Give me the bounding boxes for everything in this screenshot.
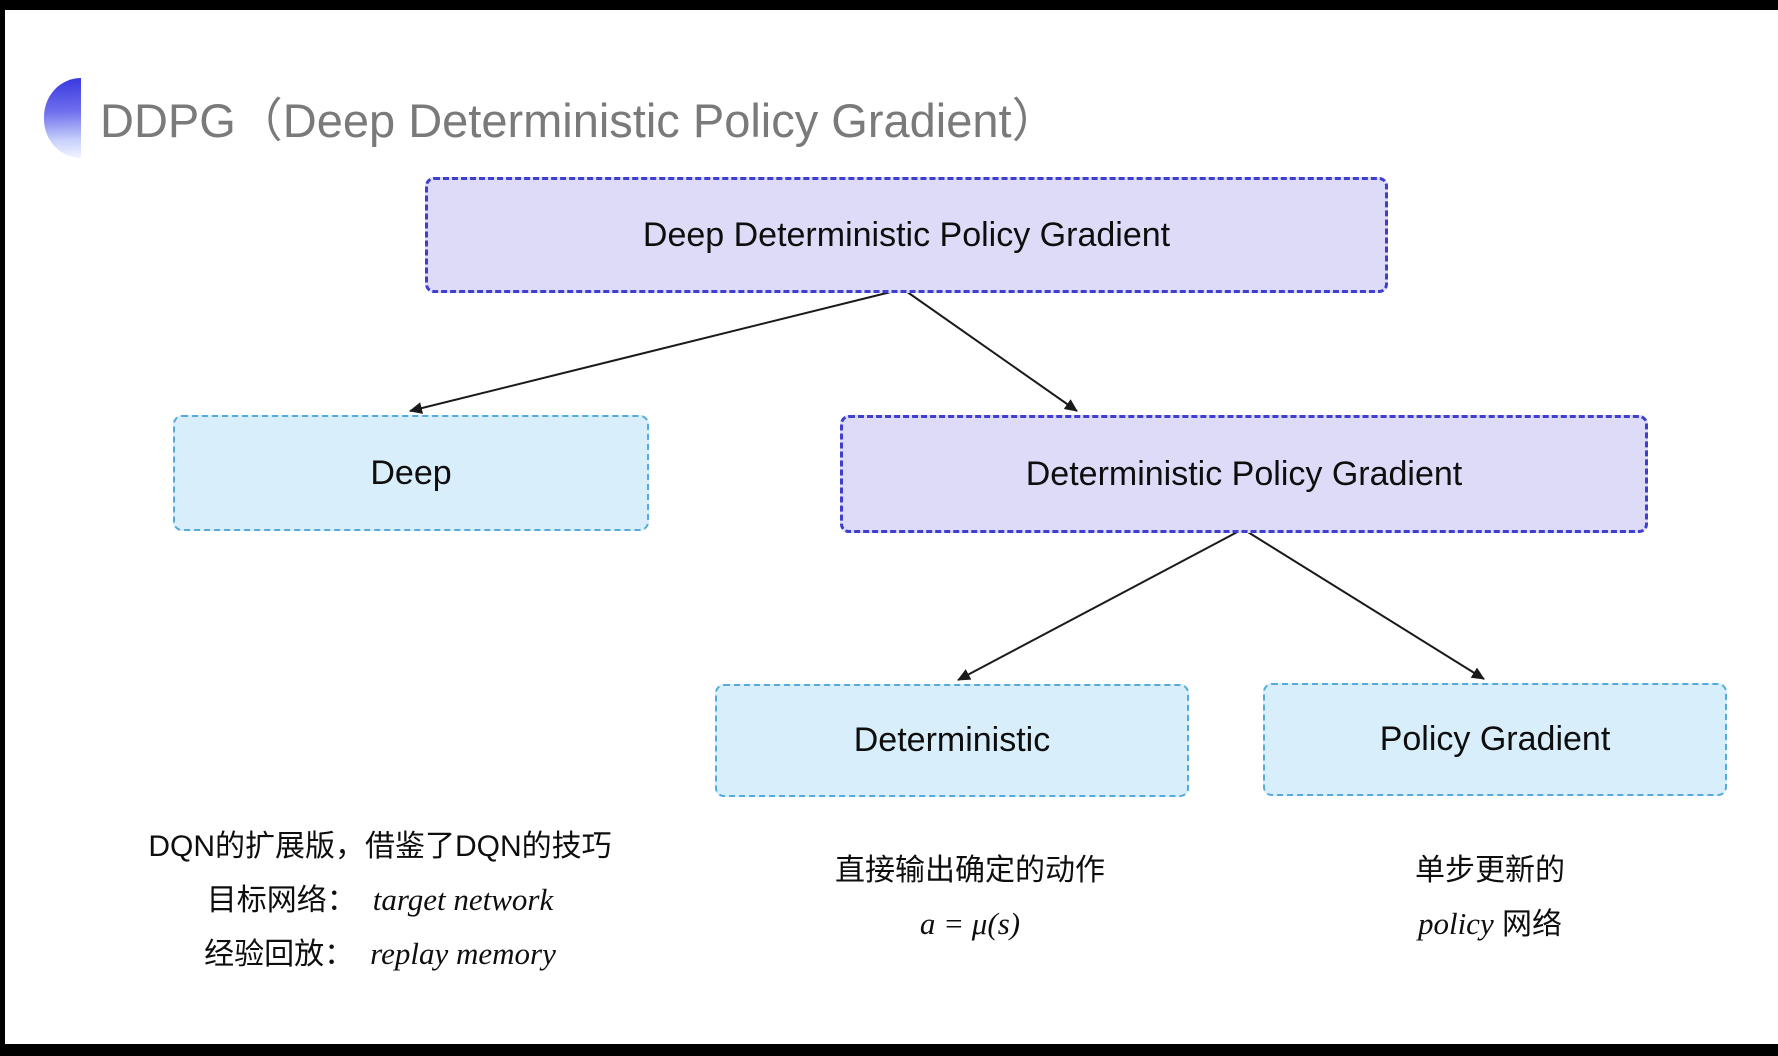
arrow-dpg-to-deterministic: [957, 528, 1244, 681]
arrow-root-to-deep: [409, 288, 904, 414]
note-term: target network: [372, 882, 554, 917]
note-line: 直接输出确定的动作: [835, 854, 1105, 887]
node-label: Deep Deterministic Policy Gradient: [642, 215, 1171, 254]
arrow-root-to-dpg: [902, 288, 1078, 412]
note-rest: 网络: [1502, 908, 1563, 941]
note-label: 经验回放：: [204, 938, 355, 971]
node-label: Deterministic: [853, 721, 1051, 759]
note-label: 目标网络：: [206, 884, 357, 917]
node-label: Deep: [370, 453, 452, 492]
letterbox-left-bar: [0, 0, 5, 1056]
note-policy-gradient-details: 单步更新的 policy 网络: [1280, 856, 1700, 940]
note-formula: a = μ(s): [919, 906, 1021, 941]
note-deterministic-details: 直接输出确定的动作 a = μ(s): [745, 856, 1195, 940]
node-label: Deterministic Policy Gradient: [1025, 454, 1463, 493]
note-line: policy 网络: [1280, 908, 1700, 940]
note-line: 单步更新的: [1415, 854, 1565, 887]
note-deep-details: DQN的扩展版，借鉴了DQN的技巧 目标网络： target network 经验…: [118, 832, 642, 970]
note-line: a = μ(s): [745, 908, 1195, 940]
node-deterministic: Deterministic: [715, 684, 1189, 797]
note-line: 目标网络： target network: [118, 884, 642, 916]
title-bullet-icon: [44, 78, 81, 158]
note-line: DQN的扩展版，借鉴了DQN的技巧: [148, 830, 612, 863]
node-deterministic-policy-gradient: Deterministic Policy Gradient: [840, 415, 1648, 533]
letterbox-bottom-bar: [0, 1044, 1778, 1056]
node-policy-gradient: Policy Gradient: [1263, 683, 1727, 796]
page-title: DDPG（Deep Deterministic Policy Gradient）: [100, 94, 1059, 147]
note-line: 经验回放： replay memory: [118, 938, 642, 970]
note-term: replay memory: [370, 936, 556, 971]
node-label: Policy Gradient: [1379, 720, 1611, 758]
node-deep-deterministic-policy-gradient: Deep Deterministic Policy Gradient: [425, 177, 1388, 293]
arrow-dpg-to-policy-gradient: [1242, 528, 1485, 680]
note-term: policy: [1417, 906, 1494, 941]
letterbox-top-bar: [0, 0, 1778, 10]
node-deep: Deep: [173, 415, 649, 531]
